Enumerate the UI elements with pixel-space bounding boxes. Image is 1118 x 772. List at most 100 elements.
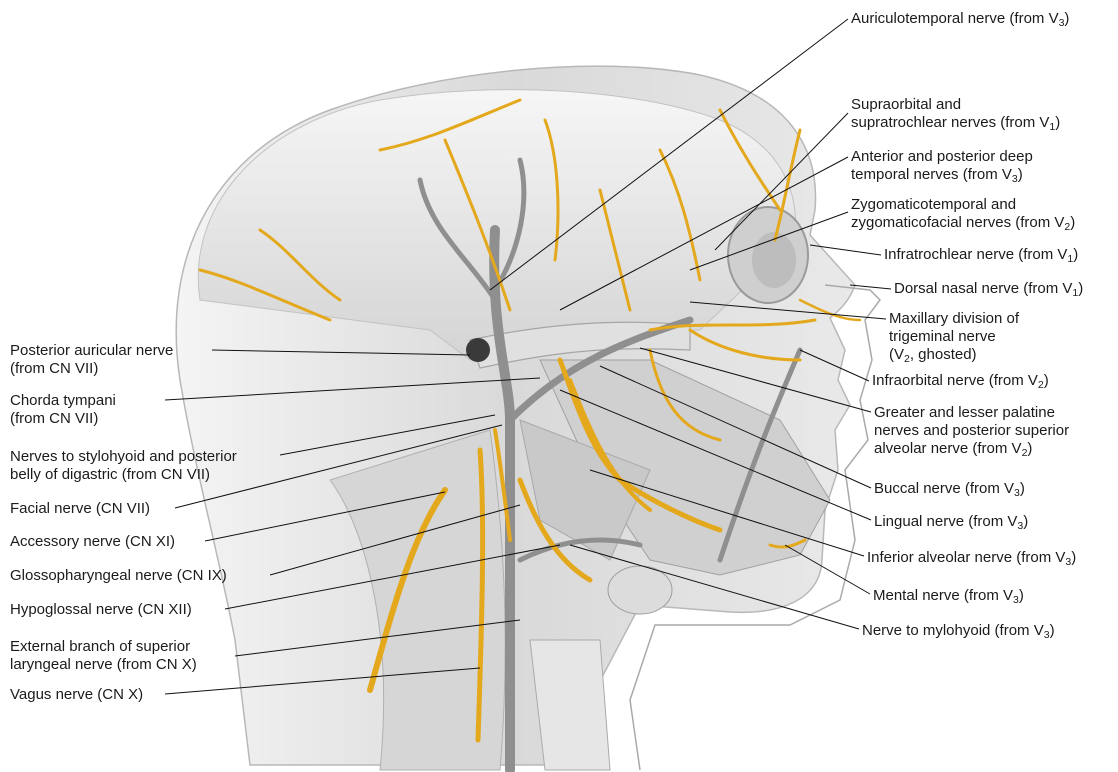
label-dorsal-nasal: Dorsal nasal nerve (from V1) [894, 280, 1083, 299]
label-line: Accessory nerve (CN XI) [10, 533, 175, 551]
label-text: Infraorbital nerve (from V [872, 372, 1038, 389]
label-text: ) [1023, 513, 1028, 530]
label-text: Greater and lesser palatine [874, 404, 1055, 421]
label-line: laryngeal nerve (from CN X) [10, 656, 197, 674]
label-line: alveolar nerve (from V2) [874, 440, 1069, 459]
label-text: Posterior auricular nerve [10, 342, 173, 359]
label-line: (V2, ghosted) [889, 346, 1019, 365]
label-line: supratrochlear nerves (from V1) [851, 114, 1060, 133]
label-line: Inferior alveolar nerve (from V3) [867, 549, 1076, 568]
label-line: Lingual nerve (from V3) [874, 513, 1028, 532]
label-text: ) [1055, 114, 1060, 131]
label-text: ) [1018, 166, 1023, 183]
subscript: 2 [904, 353, 910, 365]
label-line: Infraorbital nerve (from V2) [872, 372, 1049, 391]
label-line: Hypoglossal nerve (CN XII) [10, 601, 192, 619]
label-line: Nerve to mylohyoid (from V3) [862, 622, 1055, 641]
label-line: Anterior and posterior deep [851, 148, 1033, 166]
label-text: ) [1073, 246, 1078, 263]
label-vagus: Vagus nerve (CN X) [10, 686, 143, 704]
label-text: supratrochlear nerves (from V [851, 114, 1049, 131]
label-text: External branch of superior [10, 638, 190, 655]
label-line: nerves and posterior superior [874, 422, 1069, 440]
label-line: Supraorbital and [851, 96, 1060, 114]
label-line: Mental nerve (from V3) [873, 587, 1024, 606]
label-line: Glossopharyngeal nerve (CN IX) [10, 567, 227, 585]
label-line: Greater and lesser palatine [874, 404, 1069, 422]
subscript: 3 [1059, 17, 1065, 29]
ear-canal [466, 338, 490, 362]
label-deep-temporal: Anterior and posterior deeptemporal nerv… [851, 148, 1033, 185]
label-text: Zygomaticotemporal and [851, 196, 1016, 213]
label-line: trigeminal nerve [889, 328, 1019, 346]
label-text: ) [1071, 549, 1076, 566]
label-line: Chorda tympani [10, 392, 116, 410]
label-text: zygomaticofacial nerves (from V [851, 214, 1064, 231]
subscript: 3 [1012, 173, 1018, 185]
label-lingual: Lingual nerve (from V3) [874, 513, 1028, 532]
label-text: laryngeal nerve (from CN X) [10, 656, 197, 673]
label-text: ) [1020, 480, 1025, 497]
label-glossopharyngeal: Glossopharyngeal nerve (CN IX) [10, 567, 227, 585]
label-stylohyoid: Nerves to stylohyoid and posteriorbelly … [10, 448, 237, 484]
subscript: 2 [1064, 221, 1070, 233]
label-posterior-auricular: Posterior auricular nerve(from CN VII) [10, 342, 173, 378]
label-line: Posterior auricular nerve [10, 342, 173, 360]
label-buccal: Buccal nerve (from V3) [874, 480, 1025, 499]
label-facial: Facial nerve (CN VII) [10, 500, 150, 518]
label-line: Maxillary division of [889, 310, 1019, 328]
subscript: 2 [1038, 379, 1044, 391]
label-text: Nerves to stylohyoid and posterior [10, 448, 237, 465]
label-line: Infratrochlear nerve (from V1) [884, 246, 1078, 265]
label-text: Anterior and posterior deep [851, 148, 1033, 165]
label-mental: Mental nerve (from V3) [873, 587, 1024, 606]
label-inferior-alveolar: Inferior alveolar nerve (from V3) [867, 549, 1076, 568]
label-line: Zygomaticotemporal and [851, 196, 1075, 214]
label-line: temporal nerves (from V3) [851, 166, 1033, 185]
label-text: ) [1064, 10, 1069, 27]
subscript: 3 [1013, 594, 1019, 606]
label-infratrochlear: Infratrochlear nerve (from V1) [884, 246, 1078, 265]
label-text: ) [1044, 372, 1049, 389]
label-text: Dorsal nasal nerve (from V [894, 280, 1072, 297]
label-text: ) [1050, 622, 1055, 639]
label-text: alveolar nerve (from V [874, 440, 1022, 457]
label-text: (from CN VII) [10, 360, 98, 377]
subscript: 3 [1017, 520, 1023, 532]
label-text: ) [1019, 587, 1024, 604]
label-text: (V [889, 346, 904, 363]
subscript: 1 [1067, 253, 1073, 265]
label-line: belly of digastric (from CN VII) [10, 466, 237, 484]
label-text: Supraorbital and [851, 96, 961, 113]
label-infraorbital: Infraorbital nerve (from V2) [872, 372, 1049, 391]
label-text: (from CN VII) [10, 410, 98, 427]
label-line: Dorsal nasal nerve (from V1) [894, 280, 1083, 299]
label-line: Facial nerve (CN VII) [10, 500, 150, 518]
label-text: ) [1070, 214, 1075, 231]
label-text: Infratrochlear nerve (from V [884, 246, 1067, 263]
label-text: Chorda tympani [10, 392, 116, 409]
label-line: External branch of superior [10, 638, 197, 656]
label-accessory: Accessory nerve (CN XI) [10, 533, 175, 551]
label-text: Lingual nerve (from V [874, 513, 1017, 530]
label-text: Hypoglossal nerve (CN XII) [10, 601, 192, 618]
submandibular-gland [608, 566, 672, 614]
label-text: nerves and posterior superior [874, 422, 1069, 439]
label-text: Accessory nerve (CN XI) [10, 533, 175, 550]
label-text: Auriculotemporal nerve (from V [851, 10, 1059, 27]
subscript: 3 [1014, 487, 1020, 499]
label-line: (from CN VII) [10, 410, 116, 428]
label-chorda-tympani: Chorda tympani(from CN VII) [10, 392, 116, 428]
label-line: zygomaticofacial nerves (from V2) [851, 214, 1075, 233]
label-line: Vagus nerve (CN X) [10, 686, 143, 704]
label-text: ) [1078, 280, 1083, 297]
subscript: 1 [1072, 287, 1078, 299]
label-hypoglossal: Hypoglossal nerve (CN XII) [10, 601, 192, 619]
label-text: Inferior alveolar nerve (from V [867, 549, 1065, 566]
label-text: ) [1027, 440, 1032, 457]
label-line: Auriculotemporal nerve (from V3) [851, 10, 1069, 29]
label-text: Mental nerve (from V [873, 587, 1013, 604]
